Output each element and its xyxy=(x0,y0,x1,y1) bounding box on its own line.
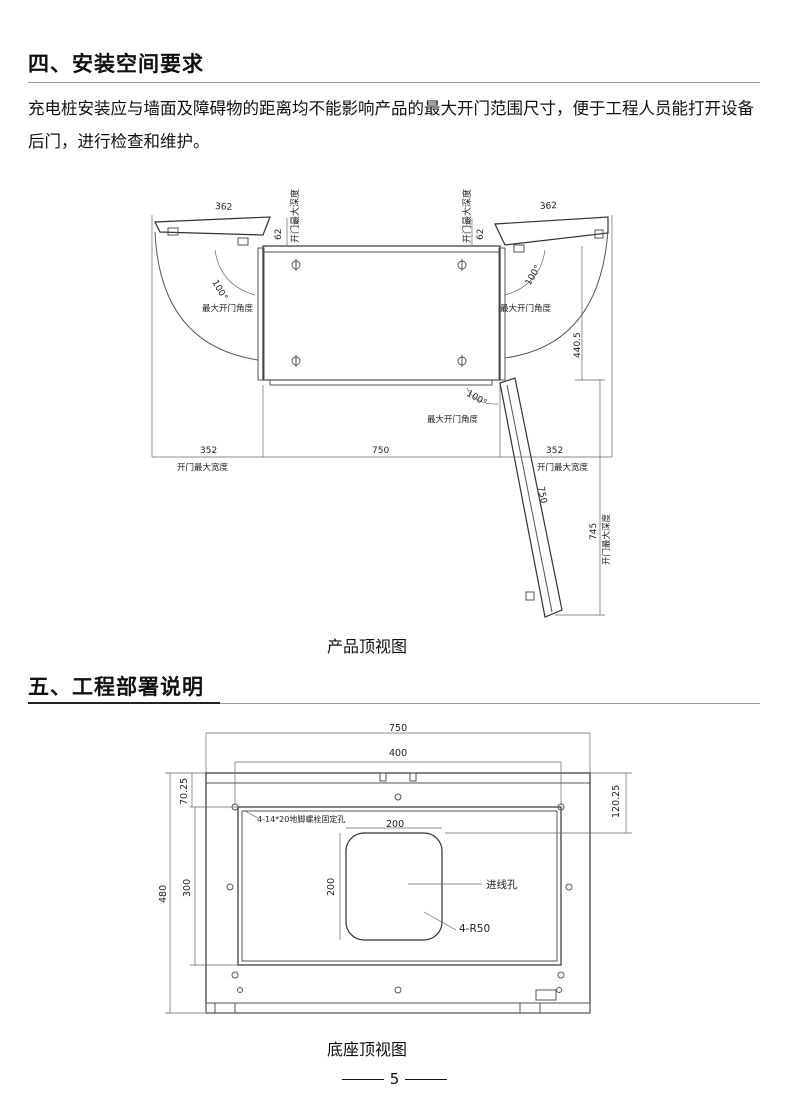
cable-width-label: 200 xyxy=(386,819,404,830)
section-5-title: 五、工程部署说明 xyxy=(28,675,204,699)
offset-right-label: 62 xyxy=(476,229,486,240)
max-width-left-label: 开门最大宽度 xyxy=(177,462,229,473)
max-width-right-label: 开门最大宽度 xyxy=(537,462,589,473)
footer-dash-left xyxy=(341,1079,384,1080)
depth-745-label: 745 xyxy=(589,523,599,540)
angle-bottom-label: 100° xyxy=(465,389,489,409)
max-depth-bottom-label: 开门最大深度 xyxy=(601,513,612,565)
page-footer: 5 xyxy=(0,1070,789,1088)
section-4-title: 四、安装空间要求 xyxy=(28,52,204,76)
page-number: 5 xyxy=(389,1070,400,1088)
cable-height-label: 200 xyxy=(326,878,337,896)
inner-height-label: 300 xyxy=(182,879,193,897)
section-5-rule-thin xyxy=(220,703,760,704)
max-depth-left-label: 开门最大深度 xyxy=(289,189,301,243)
total-height-label: 480 xyxy=(158,885,169,903)
footer-dash-right xyxy=(405,1079,448,1080)
width-left-label: 352 xyxy=(200,446,217,456)
width-right-label: 352 xyxy=(546,446,563,456)
top-margin-label: 70.25 xyxy=(179,778,190,805)
right-margin-label: 120.25 xyxy=(611,785,622,818)
bolt-note-label: 4-14*20地脚螺栓固定孔 xyxy=(257,814,345,824)
section-5-rule-thick xyxy=(28,702,220,704)
corner-radius-label: 4-R50 xyxy=(459,923,490,935)
cable-entry-label: 进线孔 xyxy=(486,878,518,891)
angle-left-label: 100° xyxy=(209,279,229,303)
width-mid-label: 750 xyxy=(372,446,389,456)
max-depth-right-label: 开门最大深度 xyxy=(461,189,473,243)
section-4-paragraph: 充电桩安装应与墙面及障碍物的距离均不能影响产品的最大开门范围尺寸，便于工程人员能… xyxy=(28,99,754,151)
offset-left-label: 62 xyxy=(274,229,284,240)
section-4-rule xyxy=(28,82,760,83)
depth-440-label: 440.5 xyxy=(573,332,583,358)
max-angle-left-label: 最大开门角度 xyxy=(202,303,254,314)
outer-width-label: 750 xyxy=(389,723,407,734)
angle-right-label: 100° xyxy=(524,264,544,288)
product-top-view-diagram: 362 362 62 62 开门最大深度 开门最大深度 100° 100° 10… xyxy=(151,189,613,618)
base-top-view-diagram: 750 400 70.25 120.25 4-14*20地脚螺栓固定孔 200 … xyxy=(158,723,632,1014)
door-len-right-label: 362 xyxy=(540,201,558,212)
product-top-view-caption: 产品顶视图 xyxy=(327,637,408,656)
hole-spacing-label: 400 xyxy=(389,748,407,759)
max-angle-bottom-label: 最大开门角度 xyxy=(427,414,479,425)
max-angle-right-label: 最大开门角度 xyxy=(500,303,552,314)
door-bottom-len-label: 750 xyxy=(535,486,548,505)
door-len-left-label: 362 xyxy=(215,202,233,213)
base-top-view-caption: 底座顶视图 xyxy=(327,1040,408,1059)
